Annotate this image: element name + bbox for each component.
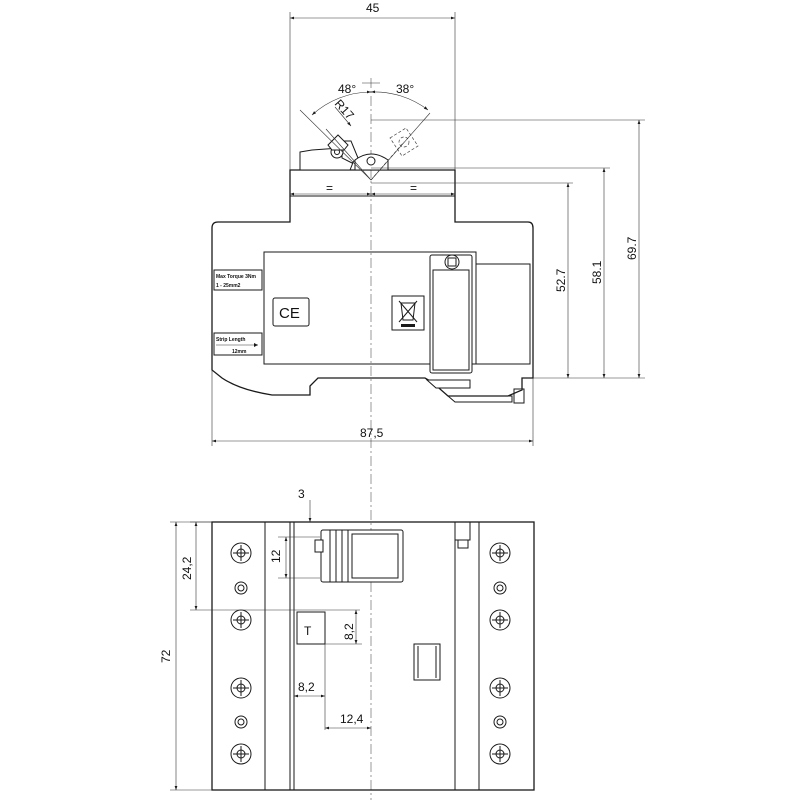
dim-45-label: 45 [366, 1, 380, 15]
radius-leader [334, 106, 352, 127]
screw-r3 [489, 609, 511, 631]
dim-87-label: 87,5 [360, 426, 384, 440]
screw-l6 [230, 743, 252, 765]
strip-label-box [213, 332, 263, 356]
strip-arrow-head [254, 343, 258, 347]
dim-24-label: 24,2 [180, 556, 194, 580]
dim-52-label: 52.7 [554, 268, 568, 292]
right-slot-inner [417, 646, 437, 678]
front-body [211, 521, 535, 791]
right-slot [413, 643, 441, 681]
equal-right-label: = [410, 181, 417, 195]
angle-arc-right [370, 90, 429, 111]
angle-line-left [325, 128, 372, 181]
dim-69-label: 69.7 [625, 236, 639, 260]
dim-3-label: 3 [298, 487, 305, 501]
weee-bin-icon [391, 295, 425, 331]
side-view: Max Torque 3Nm 1 - 25mm2 Strip Length 12… [211, 1, 645, 800]
screw-l3 [230, 609, 252, 631]
strip-label-line1: Strip Length [216, 337, 245, 343]
lever-housing [429, 254, 473, 374]
angle-ray-left [299, 109, 372, 181]
screw-r4 [489, 677, 511, 699]
radius-label: R17 [332, 97, 357, 123]
angle-line-right [370, 112, 431, 181]
screw-l1 [230, 542, 252, 564]
front-view: T 3 12 24,2 [159, 487, 535, 791]
lever-toggle [299, 134, 389, 171]
equal-left-label: = [326, 181, 333, 195]
terminal-block [475, 263, 531, 365]
test-button[interactable] [296, 611, 326, 645]
screw-l4 [230, 677, 252, 699]
dim-12-label: 12 [269, 549, 283, 563]
top-right-tab [454, 522, 471, 541]
angle-right-label: 38° [396, 82, 414, 96]
screw-l2 [234, 581, 248, 595]
test-button-label: T [304, 624, 312, 638]
dim-8v-label: 8,2 [342, 623, 356, 640]
screw-top-slot [447, 257, 457, 267]
din-clip-lower [446, 395, 513, 403]
ce-mark: CE [279, 305, 300, 322]
front-lever [314, 529, 404, 583]
screw-r1 [489, 542, 511, 564]
dim-72-label: 72 [159, 649, 173, 663]
ce-mark-box [272, 297, 310, 327]
strip-label-line2: 12mm [232, 349, 247, 355]
din-clip [425, 379, 471, 389]
torque-label-line1: Max Torque 3Nm [216, 274, 256, 280]
screw-top [444, 254, 460, 270]
screw-r2 [493, 581, 507, 595]
angle-left-label: 48° [338, 82, 356, 96]
screw-r5 [493, 715, 507, 729]
angle-arc-left [311, 90, 372, 116]
torque-label-line2: 1 - 25mm2 [216, 283, 241, 289]
lever-slot [432, 269, 470, 371]
screw-r6 [489, 743, 511, 765]
torque-label-box [213, 269, 263, 291]
dim-58-label: 58.1 [590, 260, 604, 284]
top-right-tab-inner [457, 539, 469, 549]
din-clip-tab [513, 388, 525, 404]
dim-12h-label: 12,4 [340, 712, 364, 726]
screw-l5 [234, 715, 248, 729]
device-body-outline [211, 169, 534, 397]
dim-8h-label: 8,2 [298, 680, 315, 694]
